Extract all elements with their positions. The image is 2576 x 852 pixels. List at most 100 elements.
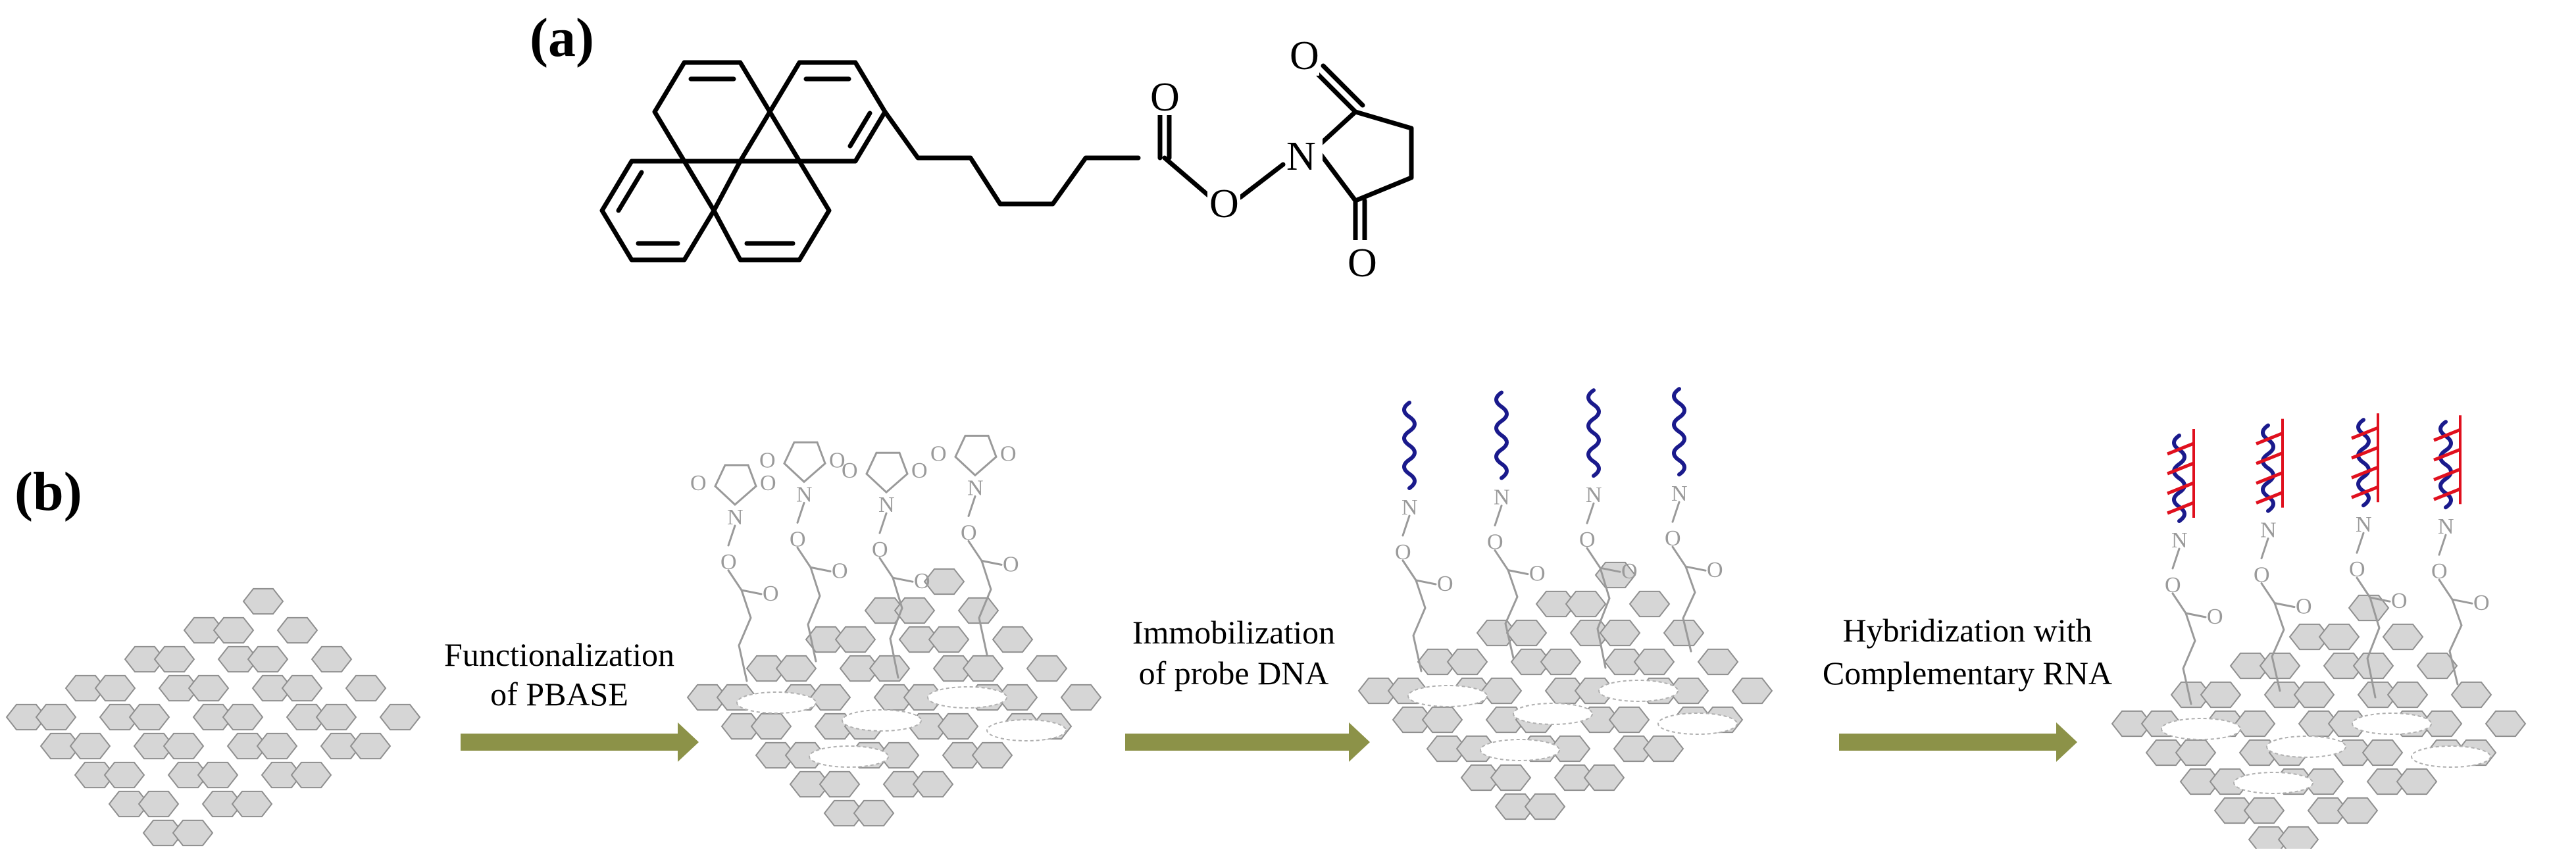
ester-oxygen-label: O bbox=[1209, 182, 1239, 226]
linker-no-bond bbox=[1494, 505, 1503, 527]
linker-oxygen-label: O bbox=[1621, 559, 1638, 584]
rna-base-pair bbox=[2433, 487, 2461, 501]
linker-oxygen-label: O bbox=[763, 582, 779, 606]
pyrene-anchor bbox=[1480, 739, 1560, 761]
graphene-hexagon bbox=[1490, 764, 1532, 791]
graphene-hexagon bbox=[2293, 681, 2335, 709]
graphene-hexagon bbox=[183, 616, 225, 644]
linker-ester-bond bbox=[1586, 547, 1602, 569]
graphene-hexagon bbox=[349, 732, 391, 760]
graphene-hexagon bbox=[1505, 619, 1548, 647]
graphene-sheet-bare bbox=[5, 588, 421, 847]
linker-no-bond bbox=[1671, 501, 1680, 523]
step-2-label-line2: of probe DNA bbox=[1139, 655, 1329, 691]
linker-no-bond bbox=[2438, 534, 2447, 556]
graphene-hexagon bbox=[345, 674, 387, 702]
graphene-hexagon bbox=[379, 703, 421, 731]
graphene-hexagon bbox=[882, 770, 924, 798]
linker-chain bbox=[1682, 565, 1696, 653]
linker-nitrogen-label: N bbox=[2438, 514, 2454, 539]
graphene-hexagon bbox=[2327, 710, 2369, 738]
graphene-hexagon bbox=[1583, 764, 1625, 791]
graphene-hexagon bbox=[1357, 677, 1400, 705]
graphene-hexagon bbox=[2416, 652, 2458, 680]
graphene-hexagon bbox=[138, 790, 180, 818]
linker-ester-oxygen-label: O bbox=[961, 520, 977, 545]
graphene-hexagon bbox=[201, 790, 243, 818]
probe-dna-strand bbox=[1586, 388, 1601, 478]
graphene-hexagon bbox=[864, 597, 906, 624]
linker-no-bond bbox=[878, 512, 888, 534]
graphene-sheet-probe-dna bbox=[1357, 561, 1773, 820]
rna-base-pair bbox=[2351, 465, 2379, 480]
graphene-hexagon bbox=[39, 732, 82, 760]
linker-ester-bond bbox=[2171, 592, 2187, 614]
graphene-hexagon bbox=[2361, 739, 2404, 766]
pyrene-anchor bbox=[809, 745, 889, 768]
linker-oxygen-label: O bbox=[2391, 589, 2408, 613]
graphene-hexagon bbox=[1663, 619, 1705, 647]
graphene-hexagon bbox=[197, 761, 239, 789]
succinimide-ring-gray bbox=[954, 434, 998, 477]
graphene-hexagon bbox=[1599, 619, 1641, 647]
step-3-label-line2: Complementary RNA bbox=[1823, 655, 2112, 691]
graphene-hexagon bbox=[928, 626, 970, 653]
graphene-hexagon bbox=[2145, 739, 2187, 766]
linker-chain bbox=[738, 589, 752, 682]
graphene-hexagon bbox=[247, 645, 289, 673]
linker-ester-bond bbox=[878, 557, 894, 579]
graphene-hexagon bbox=[720, 713, 763, 740]
linker-nitrogen-label: N bbox=[878, 493, 895, 517]
linker-oxygen-label: O bbox=[1707, 558, 1723, 582]
graphene-hexagon bbox=[1417, 648, 1459, 676]
ring-oxygen-label: O bbox=[759, 448, 776, 472]
rna-base-pair bbox=[2351, 445, 2379, 460]
pyrene-anchor bbox=[927, 686, 1007, 709]
linker-nitrogen-label: N bbox=[1494, 486, 1510, 510]
graphene-hexagon bbox=[2179, 768, 2221, 795]
linker-chain bbox=[2182, 612, 2196, 705]
graphene-hexagon bbox=[2450, 681, 2492, 709]
linker-oxygen-label: O bbox=[2207, 605, 2223, 629]
graphene-hexagon bbox=[2382, 623, 2424, 651]
linker-carbonyl bbox=[1599, 566, 1621, 573]
graphene-hexagon bbox=[1446, 648, 1488, 676]
linker-ester-oxygen-label: O bbox=[1487, 530, 1503, 555]
probe-dna-strand bbox=[1402, 401, 1417, 490]
graphene-hexagon bbox=[686, 684, 728, 711]
graphene-hexagon bbox=[1460, 764, 1502, 791]
butyl-chain bbox=[882, 109, 1141, 207]
pyrene-anchor bbox=[1407, 685, 1488, 707]
graphene-hexagon bbox=[2323, 652, 2365, 680]
linker-no-bond bbox=[2171, 547, 2181, 570]
linker-carbonyl bbox=[892, 576, 914, 583]
rna-base-pair bbox=[2167, 441, 2194, 456]
pyrene-anchor bbox=[736, 691, 817, 714]
linker-ester-bond bbox=[1402, 559, 1417, 582]
graphene-hexagon bbox=[971, 741, 1013, 769]
graphene-hexagon bbox=[1633, 648, 1675, 676]
graphene-hexagon bbox=[2387, 681, 2429, 709]
graphene-hexagon bbox=[1565, 590, 1607, 618]
graphene-hexagon bbox=[839, 655, 881, 682]
ring-oxygen-label: O bbox=[690, 471, 707, 495]
ring-oxygen-label: O bbox=[829, 448, 846, 472]
linker-no-bond bbox=[727, 524, 736, 547]
rna-base-pair bbox=[2256, 471, 2283, 485]
step-1-label-line2: of PBASE bbox=[490, 676, 628, 713]
graphene-hexagon bbox=[5, 703, 47, 731]
graphene-hexagon bbox=[819, 770, 861, 798]
graphene-hexagon bbox=[320, 732, 362, 760]
graphene-hexagon bbox=[311, 645, 353, 673]
graphene-hexagon bbox=[2288, 623, 2331, 651]
step-2-label-line1: Immobilization bbox=[1132, 614, 1335, 651]
linker-carbonyl bbox=[2451, 598, 2473, 605]
probe-dna-strand bbox=[1672, 387, 1686, 477]
ring-oxygen-label: O bbox=[1000, 441, 1017, 466]
graphene-hexagon bbox=[163, 732, 205, 760]
graphene-hexagon bbox=[2298, 710, 2340, 738]
linker-chain bbox=[1596, 566, 1611, 669]
pyrene-anchor bbox=[2266, 736, 2346, 758]
succinimide-ring-gray bbox=[865, 451, 909, 494]
